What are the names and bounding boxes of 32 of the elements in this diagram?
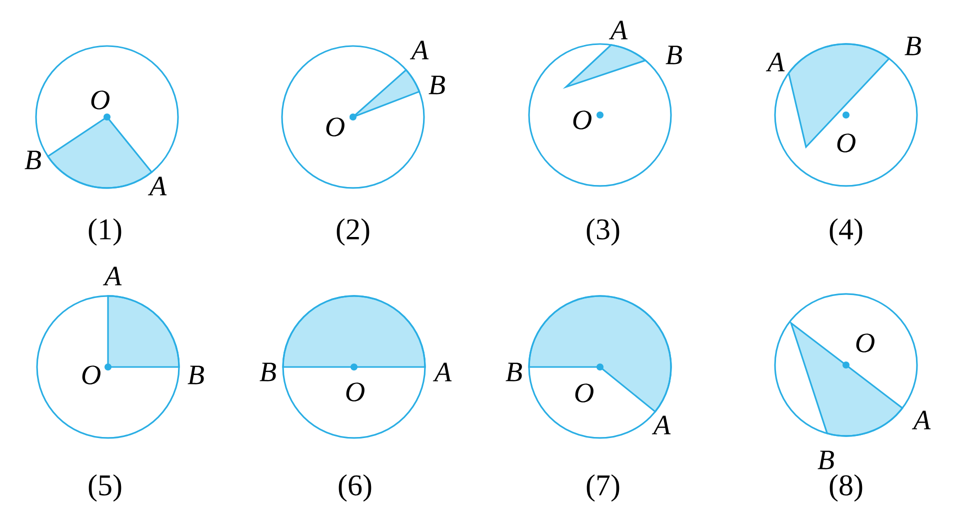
point-label: A xyxy=(608,20,628,40)
figure-number: (1) xyxy=(88,218,122,246)
point-label: O xyxy=(575,384,594,402)
point-label: B xyxy=(24,150,41,170)
point-label: B xyxy=(904,36,921,56)
figure-number: (7) xyxy=(586,474,620,502)
point-label: B xyxy=(818,450,834,470)
figure-number: (5) xyxy=(88,474,122,502)
point-label: A xyxy=(432,362,452,382)
point-label: O xyxy=(573,110,592,130)
point-label: A xyxy=(766,52,785,72)
point-label: O xyxy=(91,90,110,110)
figure-number: (3) xyxy=(586,218,620,246)
point-label: B xyxy=(260,362,276,382)
point-label: A xyxy=(912,410,931,430)
figure-number: (8) xyxy=(830,474,862,502)
point-label: A xyxy=(410,40,429,60)
point-label: A xyxy=(148,176,167,196)
point-label: O xyxy=(856,334,874,352)
point-label: A xyxy=(102,266,122,286)
point-label: B xyxy=(428,76,445,94)
figure-number: (2) xyxy=(336,218,370,246)
point-label: O xyxy=(837,134,856,152)
figure-number: (4) xyxy=(830,218,862,246)
point-label: O xyxy=(82,366,100,384)
point-label: B xyxy=(506,362,522,382)
point-label: O xyxy=(326,118,344,136)
point-label: B xyxy=(188,366,204,384)
point-label: B xyxy=(666,46,682,64)
point-label: A xyxy=(652,416,671,434)
point-label: O xyxy=(346,382,364,402)
figure-number: (6) xyxy=(338,474,372,502)
